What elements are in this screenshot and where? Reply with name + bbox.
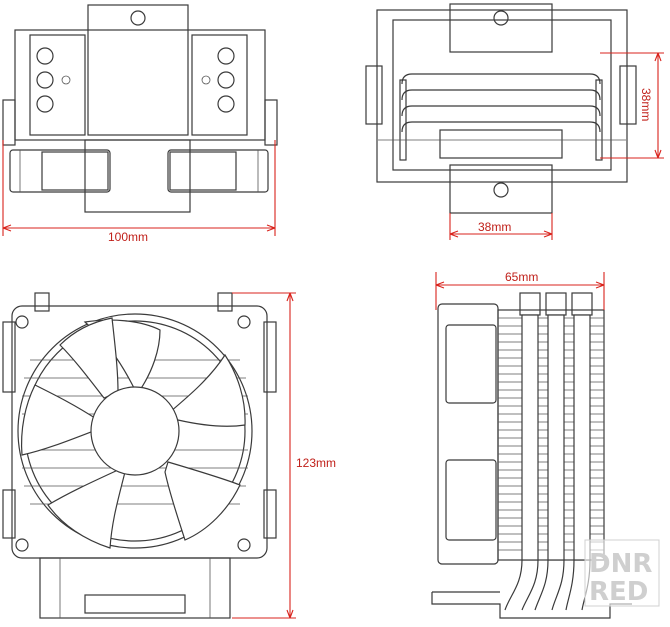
dimension-width-top-label: 100mm	[108, 230, 148, 244]
dimension-height-label: 123mm	[296, 456, 336, 470]
watermark-line2: RED	[589, 577, 648, 607]
side-view	[431, 292, 632, 619]
dimension-base-height: 38mm	[600, 52, 664, 159]
dimension-base-height-label: 38mm	[639, 88, 653, 121]
dimension-width-top: 100mm	[2, 140, 276, 244]
watermark: DNR RED	[584, 539, 660, 607]
front-view	[365, 3, 637, 214]
dimension-depth-label: 65mm	[505, 270, 538, 284]
top-view	[2, 4, 278, 213]
dimension-height: 123mm	[232, 292, 336, 619]
dimension-depth: 65mm	[435, 270, 605, 310]
watermark-line1: DNR	[589, 549, 652, 579]
dimension-base-width: 38mm	[449, 213, 553, 240]
fan-view	[2, 292, 277, 619]
dimension-base-width-label: 38mm	[478, 220, 511, 234]
